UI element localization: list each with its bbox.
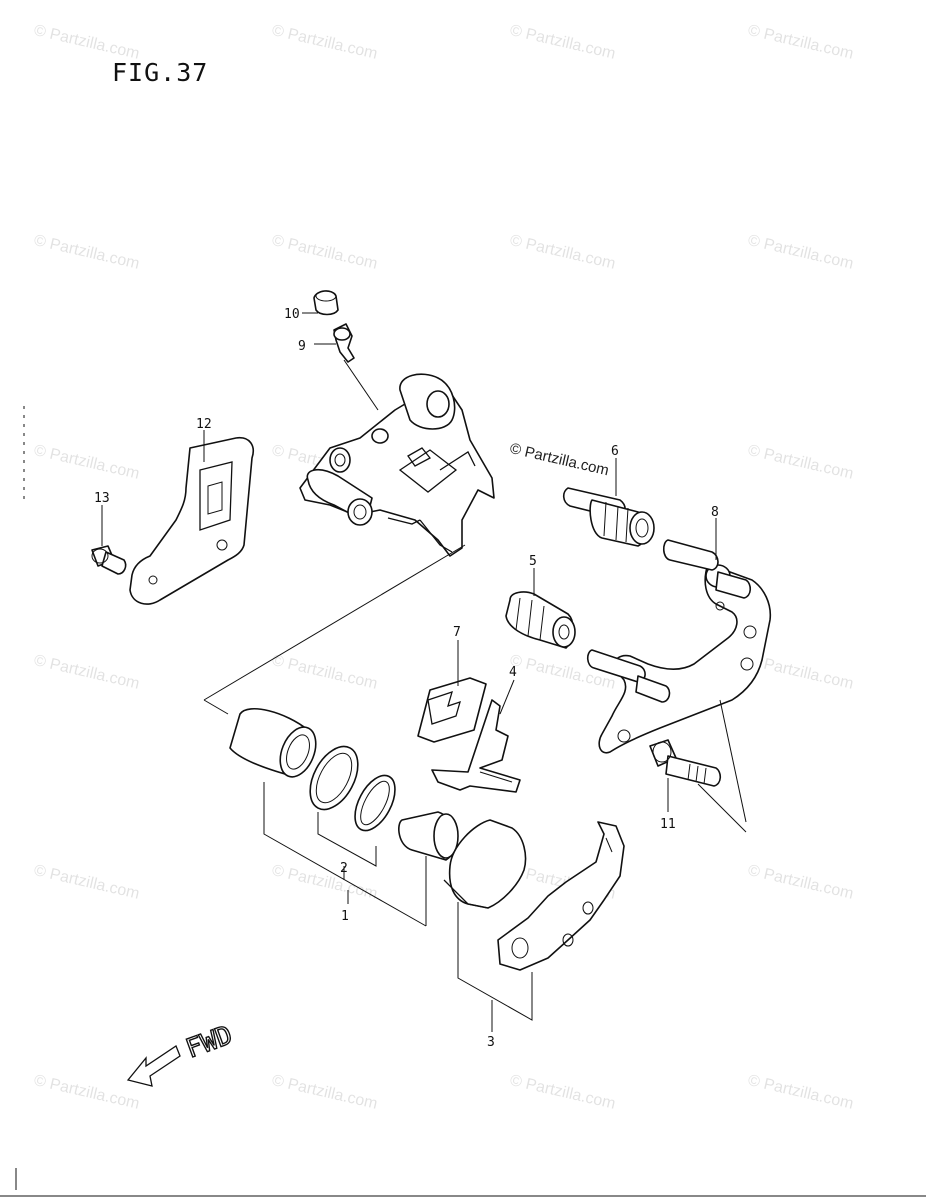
insulator-part [398, 811, 459, 861]
callout-1: 1 [341, 909, 349, 924]
dust-seal-part [354, 774, 396, 832]
pad-spring-part [417, 677, 487, 743]
fwd-arrow-icon [126, 1045, 181, 1087]
piston-seal-part [309, 745, 359, 811]
brake-pad-part [443, 819, 625, 971]
callout-5: 5 [529, 554, 537, 569]
bleed-cap-part [313, 290, 339, 316]
bracket-bolt-part [649, 739, 722, 787]
leader-lines [101, 312, 747, 1032]
callout-8: 8 [711, 505, 719, 520]
callout-7: 7 [453, 625, 461, 640]
callout-13: 13 [94, 491, 110, 506]
piston-part [229, 707, 317, 778]
caliper-guard-plate-part [129, 436, 254, 605]
scan-edge-marks [0, 406, 926, 1197]
mounting-bolt-part [91, 545, 127, 575]
callout-10: 10 [284, 307, 300, 322]
bleeder-valve-part [333, 323, 355, 363]
callout-labels: 1 2 3 4 5 6 7 8 9 10 11 12 13 [94, 307, 719, 1050]
figure-title: FIG.37 [112, 58, 209, 87]
callout-11: 11 [660, 817, 676, 832]
callout-12: 12 [196, 417, 212, 432]
caliper-body-part [299, 373, 495, 557]
caliper-bracket-part [586, 539, 772, 754]
boot-part [505, 591, 576, 649]
pad-shim-part [431, 699, 521, 793]
callout-4: 4 [509, 665, 517, 680]
callout-9: 9 [298, 339, 306, 354]
callout-2: 2 [340, 861, 348, 876]
sleeve-part [562, 487, 655, 547]
callout-6: 6 [611, 444, 619, 459]
fwd-label: FWD [182, 1020, 236, 1064]
forward-direction-indicator: FWD [126, 1020, 237, 1087]
callout-3: 3 [487, 1035, 495, 1050]
